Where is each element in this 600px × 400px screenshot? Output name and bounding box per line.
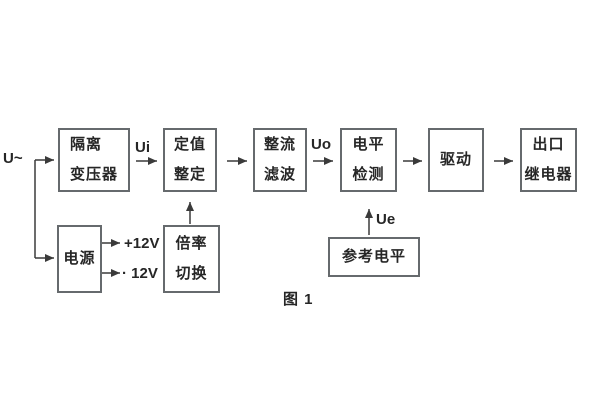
block-level-detector: 电平 检测 — [340, 128, 397, 192]
label-rail-positive: +12V — [124, 235, 160, 252]
block-label-line: 检测 — [352, 166, 385, 183]
block-label-line: 继电器 — [524, 166, 573, 183]
block-output-relay: 出口 继电器 — [520, 128, 577, 192]
label-rail-negative: · 12V — [122, 265, 158, 282]
block-power-supply: 电源 — [57, 225, 102, 293]
block-label-line: 整定 — [173, 166, 206, 183]
label-uo: Uo — [311, 136, 331, 153]
block-label-line: 切换 — [175, 265, 208, 282]
block-label-line: 变压器 — [70, 166, 119, 183]
block-isolation-transformer: 隔离 变压器 — [58, 128, 130, 192]
block-label-line: 定值 — [173, 136, 206, 153]
label-ue: Ue — [376, 211, 396, 228]
block-label-line: 倍率 — [175, 235, 208, 252]
block-label-line: 出口 — [532, 136, 565, 153]
figure-caption: 图 1 — [283, 291, 314, 308]
block-driver: 驱动 — [428, 128, 484, 192]
label-ui: Ui — [135, 139, 150, 156]
block-label-line: 隔离 — [70, 136, 103, 153]
block-label-line: 滤波 — [263, 166, 296, 183]
block-label-line: 整流 — [263, 136, 296, 153]
label-input-voltage: U~ — [3, 150, 23, 167]
block-label-line: 电平 — [352, 136, 385, 153]
block-label-line: 电源 — [63, 250, 96, 267]
block-ratio-switch: 倍率 切换 — [163, 225, 220, 293]
block-label-line: 驱动 — [439, 151, 472, 168]
block-rectifier-filter: 整流 滤波 — [253, 128, 307, 192]
block-reference-level: 参考电平 — [328, 237, 420, 277]
block-label-line: 参考电平 — [341, 248, 406, 265]
block-setpoint-adjust: 定值 整定 — [163, 128, 217, 192]
